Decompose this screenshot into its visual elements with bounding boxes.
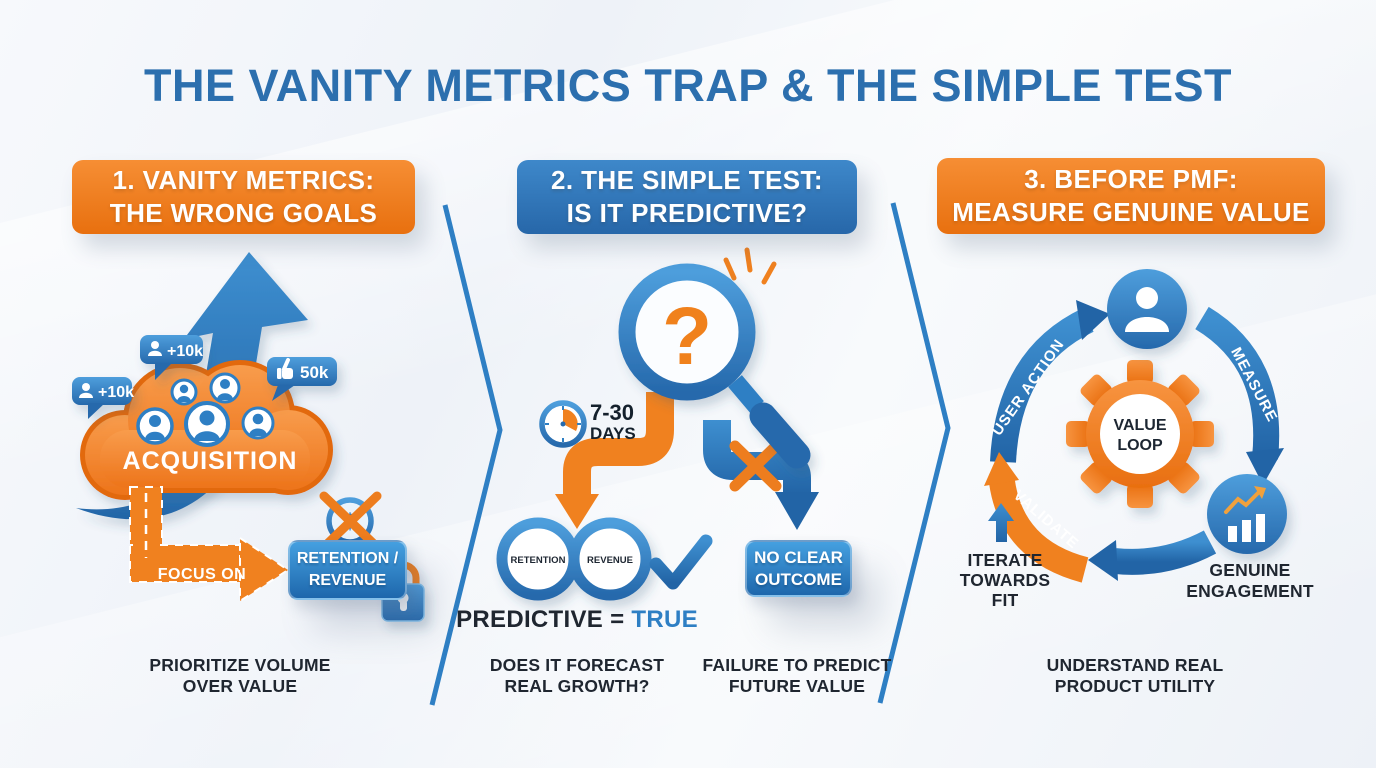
panel1-caption: PRIORITIZE VOLUME OVER VALUE: [130, 655, 350, 697]
user-action-arc: [990, 308, 1094, 463]
panel1-header-line1: 1. VANITY METRICS:: [112, 165, 375, 195]
panel-divider-chevron: [429, 204, 503, 706]
user-avatar-icon: [241, 406, 275, 440]
panel3-header-line1: 3. BEFORE PMF:: [1024, 164, 1238, 194]
panel3-header-line2: MEASURE GENUINE VALUE: [952, 197, 1310, 227]
iterate-up-arrow-icon: [988, 503, 1014, 542]
no-outcome-line2: OUTCOME: [755, 569, 842, 589]
panel3-caption-line1: UNDERSTAND REAL: [1046, 655, 1224, 675]
panel2-header-line2: IS IT PREDICTIVE?: [566, 198, 808, 228]
magnifier-icon: ?: [618, 263, 811, 469]
crossed-coin-icon: $: [319, 491, 382, 552]
cloud-label: ACQUISITION: [123, 447, 298, 475]
question-mark: ?: [662, 291, 712, 382]
infinity-left-label: RETENTION: [511, 555, 566, 566]
panel3-header: 3. BEFORE PMF: MEASURE GENUINE VALUE: [937, 158, 1325, 234]
validate-arc: [989, 479, 1089, 583]
value-loop-arcs: [984, 300, 1284, 583]
users-badge-value: +10k: [167, 343, 203, 360]
panel2-header-line1: 2. THE SIMPLE TEST:: [551, 165, 823, 195]
panel1-graphics: ACQUISITION +10k +10k: [72, 252, 425, 622]
retention-revenue-badge: RETENTION / REVENUE: [288, 540, 407, 600]
predictive-label: PREDICTIVE =: [456, 606, 625, 633]
panel1-header-line2: THE WRONG GOALS: [109, 198, 378, 228]
thumbs-up-icon: [277, 358, 293, 379]
panel2-caption-right: FAILURE TO PREDICT FUTURE VALUE: [687, 655, 907, 697]
panel2-caption-right-line1: FAILURE TO PREDICT: [702, 655, 892, 675]
likes-badge-value: 50k: [300, 363, 329, 382]
page-title: THE VANITY METRICS TRAP & THE SIMPLE TES…: [143, 60, 1233, 111]
value-loop-label-line1: VALUE: [1113, 417, 1166, 434]
no-outcome-line1: NO CLEAR: [754, 547, 843, 567]
measure-arc: [1195, 306, 1280, 460]
likes-badge: 50k: [267, 357, 337, 401]
focus-arrow: FOCUS ON: [129, 486, 290, 603]
checkmark-icon: [649, 534, 713, 590]
infinity-loop-icon: RETENTION REVENUE: [496, 517, 652, 601]
timeframe-unit: DAYS: [590, 424, 636, 443]
value-loop-gear-icon: VALUE LOOP: [1066, 360, 1214, 508]
iterate-towards-fit-label: ITERATE TOWARDS FIT: [955, 550, 1055, 610]
x-mark-icon: [729, 440, 782, 492]
genuine-engagement-label: GENUINE ENGAGEMENT: [1175, 560, 1325, 602]
no-outcome-arrow: [703, 420, 819, 530]
users-badge-top: +10k: [140, 335, 203, 380]
user-avatar-icon: [184, 401, 230, 447]
panel-divider-chevron: [877, 202, 951, 704]
infinity-right-label: REVENUE: [587, 555, 633, 566]
engagement-line1: GENUINE: [1209, 560, 1291, 580]
iterate-line1: ITERATE: [967, 550, 1043, 570]
retention-revenue-line2: REVENUE: [308, 572, 387, 589]
predictive-verdict: PREDICTIVE = TRUE: [447, 606, 707, 634]
panel2-header: 2. THE SIMPLE TEST: IS IT PREDICTIVE?: [517, 160, 857, 234]
predictive-arrow: [555, 392, 674, 529]
iterate-line2: TOWARDS: [959, 570, 1051, 590]
value-loop-label-line2: LOOP: [1117, 437, 1163, 454]
user-avatar-icons: [136, 372, 275, 447]
iterate-line3: FIT: [991, 590, 1019, 610]
panel1-header: 1. VANITY METRICS: THE WRONG GOALS: [72, 160, 415, 234]
panel2-graphics: ? RETENTION REVENUE: [496, 247, 819, 601]
focus-arrow-label: FOCUS ON: [158, 566, 246, 583]
panel2-caption-left-line1: DOES IT FORECAST: [489, 655, 665, 675]
engagement-arc: [1113, 530, 1217, 575]
person-icon: [79, 383, 93, 398]
user-avatar-icon: [136, 407, 174, 445]
retention-revenue-line1: RETENTION /: [296, 550, 399, 567]
panel3-caption-line2: PRODUCT UTILITY: [1054, 676, 1216, 696]
no-clear-outcome-badge: NO CLEAR OUTCOME: [745, 540, 852, 597]
user-avatar-icon: [209, 372, 241, 404]
panel2-caption-left: DOES IT FORECAST REAL GROWTH?: [467, 655, 687, 697]
person-icon: [148, 341, 162, 356]
panel3-graphics: VALUE LOOP USER ACTION ME: [984, 269, 1287, 583]
users-badge-left: +10k: [72, 377, 134, 419]
panel3-caption: UNDERSTAND REAL PRODUCT UTILITY: [1015, 655, 1255, 697]
clock-icon: [539, 400, 587, 448]
user-avatar-icon: [170, 378, 198, 406]
panel2-caption-right-line2: FUTURE VALUE: [728, 676, 866, 696]
sparkle-icon: [723, 247, 777, 285]
chart-node-icon: [1207, 474, 1287, 554]
timeframe-label: 7-30 DAYS: [590, 402, 636, 444]
predictive-value: TRUE: [631, 606, 698, 633]
user-node-icon: [1107, 269, 1187, 349]
panel1-caption-line1: PRIORITIZE VOLUME: [149, 655, 331, 675]
panel1-caption-line2: OVER VALUE: [182, 676, 298, 696]
panel2-caption-left-line2: REAL GROWTH?: [504, 676, 650, 696]
timeframe-value: 7-30: [590, 400, 635, 425]
users-badge-value: +10k: [98, 384, 134, 401]
engagement-line2: ENGAGEMENT: [1186, 581, 1314, 601]
